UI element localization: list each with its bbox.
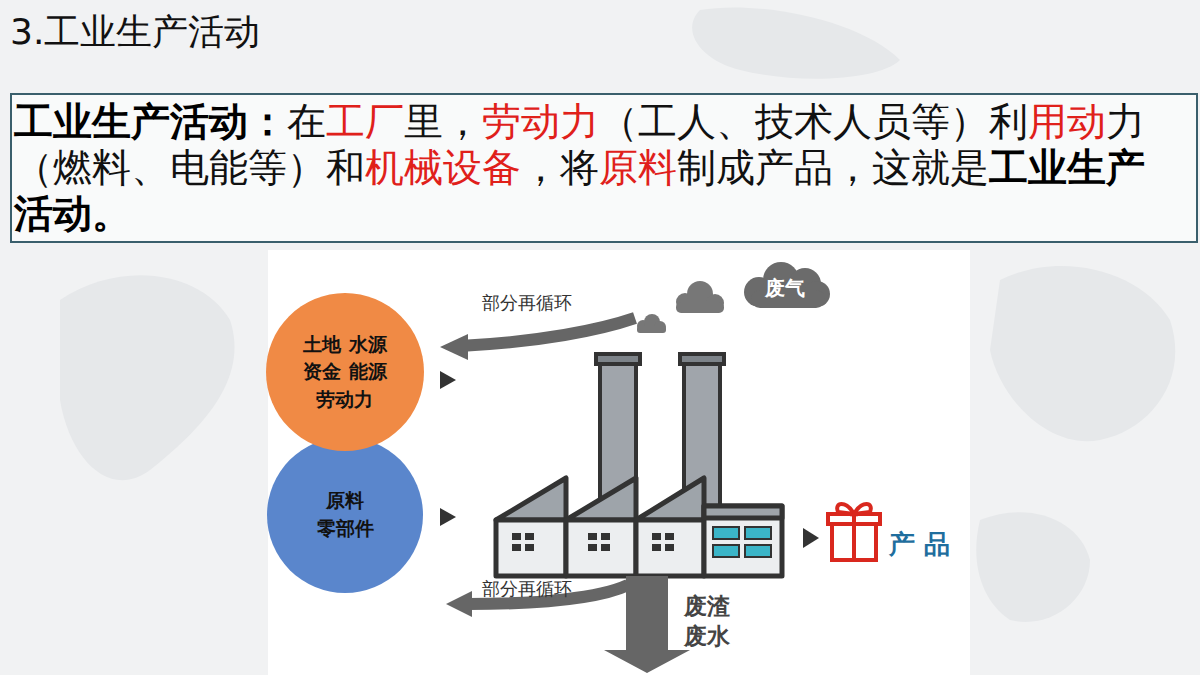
recycle-label: 部分再循环 <box>482 577 572 600</box>
definition-box: 工业生产活动：在工厂里，劳动力（工人、技术人员等）利用动力（燃料、电能等）和机械… <box>10 93 1198 243</box>
waste-label: 废渣 废水 <box>684 592 737 652</box>
cloud-text: 废气 <box>765 275 805 302</box>
slide-title: 3.工业生产活动 <box>10 10 260 54</box>
exhaust-cloud: 废气 <box>737 262 833 308</box>
circle-text: 原料 零部件 <box>314 487 377 542</box>
materials-circle-shape <box>267 437 423 593</box>
circle-text: 土地 水源 资金 能源 劳动力 <box>300 331 389 414</box>
definition-text: 工业生产活动：在工厂里，劳动力（工人、技术人员等）利用动力（燃料、电能等）和机械… <box>14 99 1162 237</box>
product-label: 产 品 <box>889 528 950 562</box>
resources-circle: 土地 水源 资金 能源 劳动力 <box>266 293 424 451</box>
resources-circle-shape <box>266 293 424 451</box>
materials-circle: 原料 零部件 <box>267 437 423 593</box>
recycle-label: 部分再循环 <box>482 291 572 314</box>
